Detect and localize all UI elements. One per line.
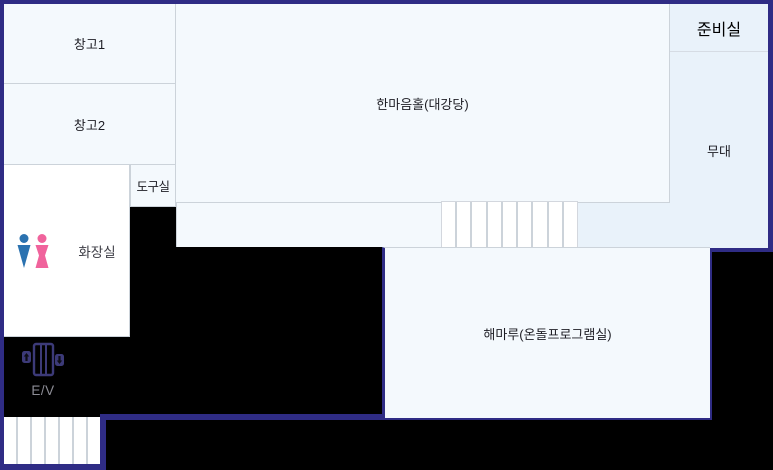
male-figure-icon [17,233,31,268]
room-restroom: 화장실 [4,165,130,337]
stair-step [563,202,577,247]
stair-step [46,417,58,464]
elevator-doors-icon [22,342,64,377]
room-label: 화장실 [78,244,116,260]
outline-left [0,0,4,470]
stair-step [74,417,86,464]
room-tool: 도구실 [130,165,176,207]
room-label: 무대 [707,143,731,159]
room-prep: 준비실 [670,4,768,52]
room-label: 창고2 [73,117,106,133]
stair-step [518,202,532,247]
room-stage: 무대 [670,52,768,248]
stair-step [88,417,100,464]
stair-step [502,202,517,247]
stair-step [472,202,486,247]
outline-right [768,0,773,251]
stair-step [60,417,72,464]
room-label: 창고1 [73,37,106,52]
room-label: 도구실 [136,180,170,194]
room-haemaru: 해마루(온돌프로그램실) [382,247,710,418]
elevator-label: E/V [31,383,55,398]
room-label: 준비실 [696,21,742,39]
corridor-strip-right [578,203,670,248]
outline-top [0,0,773,4]
female-figure-icon [35,233,49,268]
room-storage2: 창고2 [4,84,176,165]
stair-step [18,417,30,464]
stair-step [442,202,456,247]
corridor-strip-left [176,203,441,247]
stair-step [548,202,562,247]
elevator-block: E/V [12,342,74,398]
room-hall: 한마음홀(대강당) [176,4,670,203]
stair-step [32,417,44,464]
room-label: 해마루(온돌프로그램실) [483,326,612,342]
outline-stairs-right [100,414,106,470]
outline-step [706,246,773,252]
room-storage1: 창고1 [4,4,176,84]
stair-step [487,202,501,247]
stair-step [457,202,471,247]
stairs-upper [441,201,578,248]
stair-step [533,202,547,247]
stairs-lower [4,417,100,464]
stage-column: 준비실 무대 [670,4,768,248]
outline-stairs-bottom [0,464,106,470]
restroom-gender-icons [17,233,49,268]
room-label: 한마음홀(대강당) [376,96,469,112]
stair-step [4,417,16,464]
